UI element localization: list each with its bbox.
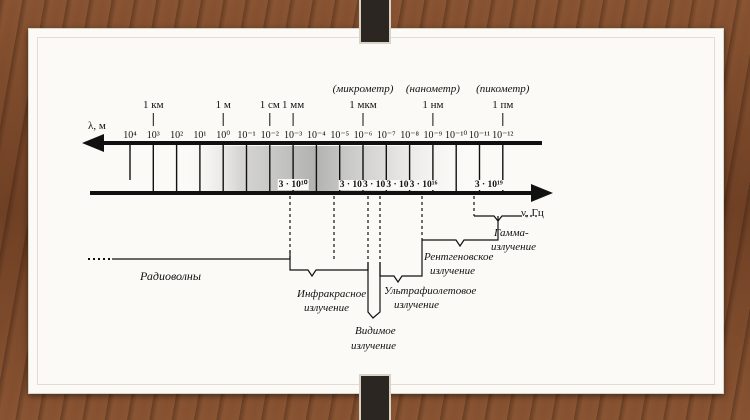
wavelength-power-label: 10⁻⁵ [330,130,349,141]
infrared-bracket [289,259,369,278]
frequency-label: 3 · 10¹⁹ [475,180,503,190]
frequency-label-backing [277,179,309,190]
infrared-label-line1: Инфракрасное [296,288,366,300]
wavelength-power-label: 10⁴ [123,130,137,141]
unit-label: 1 см [260,99,280,111]
unit-name-label: (пикометр) [476,83,530,95]
wavelength-axis-arrowhead [82,134,104,152]
xray-bracket [422,216,499,248]
frequency-label-backing [408,180,439,190]
wavelength-power-label: 10¹ [193,130,206,141]
unit-label: 1 км [143,99,164,111]
frequency-label: 3 · 10¹⁰ [279,179,308,190]
unit-label: 1 нм [422,99,443,111]
frequency-label: 3 · 10¹⁵ [386,180,414,190]
visible-bracket [367,262,381,319]
visible-label-line1: Видимое [355,325,396,337]
gamma-bracket [474,215,520,222]
frequency-axis-arrowhead [531,184,553,202]
ultraviolet-label-line1: Ультрафиолетовое [384,285,476,297]
frequency-label: 3 · 10¹⁶ [410,180,438,190]
visible-label-line2: излучение [351,340,396,352]
frequency-label: 3 · 10¹³ [340,180,368,190]
unit-name-label: (микрометр) [333,83,394,95]
unit-label: 1 пм [492,99,513,111]
wavelength-power-label: 10⁻³ [284,130,302,141]
wavelength-axis-label: λ, м [88,120,106,132]
wavelength-power-label: 10⁻¹² [492,130,513,141]
wavelength-power-label: 10⁻⁴ [307,130,326,141]
frequency-label-backing [338,180,369,190]
top-clip [359,0,391,44]
wavelength-power-label: 10⁻⁹ [424,130,443,141]
gamma-label-line2: излучение [491,241,536,253]
wavelength-power-label: 10⁻⁶ [354,130,373,141]
radio-label: Радиоволны [139,269,201,283]
xray-label-line1: Рентгеновское [423,251,493,263]
frequency-label-backing [362,180,393,190]
radio-bracket [112,251,291,260]
wavelength-power-label: 10⁻² [261,130,279,141]
wavelength-power-label: 10⁻¹ [237,130,255,141]
bottom-clip [359,374,391,420]
gamma-label-line1: Гамма- [493,227,529,239]
wavelength-power-label: 10⁻⁸ [400,130,419,141]
wavelength-power-label: 10⁻⁷ [377,130,396,141]
region-brackets [88,196,540,319]
unit-name-label: (нанометр) [406,83,460,95]
unit-label: 1 м [216,99,231,111]
unit-label: 1 мм [282,99,304,111]
wavelength-power-label: 10³ [147,130,160,141]
frequency-axis-label: ν, Гц [521,207,544,219]
frequency-label-backing [473,180,504,190]
unit-label: 1 мкм [349,99,377,111]
wavelength-power-label: 10⁻¹⁰ [445,130,467,141]
scale-layer: 10⁴ 10³ 10² 10¹ 10⁰ 10⁻¹ 10⁻² 10⁻³ 10⁻⁴ 10⁻⁵ 10⁻⁶ 1… [123,83,530,191]
infrared-label-line2: излучение [304,302,349,314]
wavelength-power-label: 10² [170,130,183,141]
frequency-label-backing [385,180,416,190]
ultraviolet-bracket [379,240,423,284]
frequency-label: 3 · 10¹⁴ [363,180,391,190]
wavelength-power-label: 10⁻¹¹ [469,130,490,141]
xray-label-line2: излучение [430,265,475,277]
wavelength-power-label: 10⁰ [216,130,230,141]
ultraviolet-label-line2: излучение [394,299,439,311]
